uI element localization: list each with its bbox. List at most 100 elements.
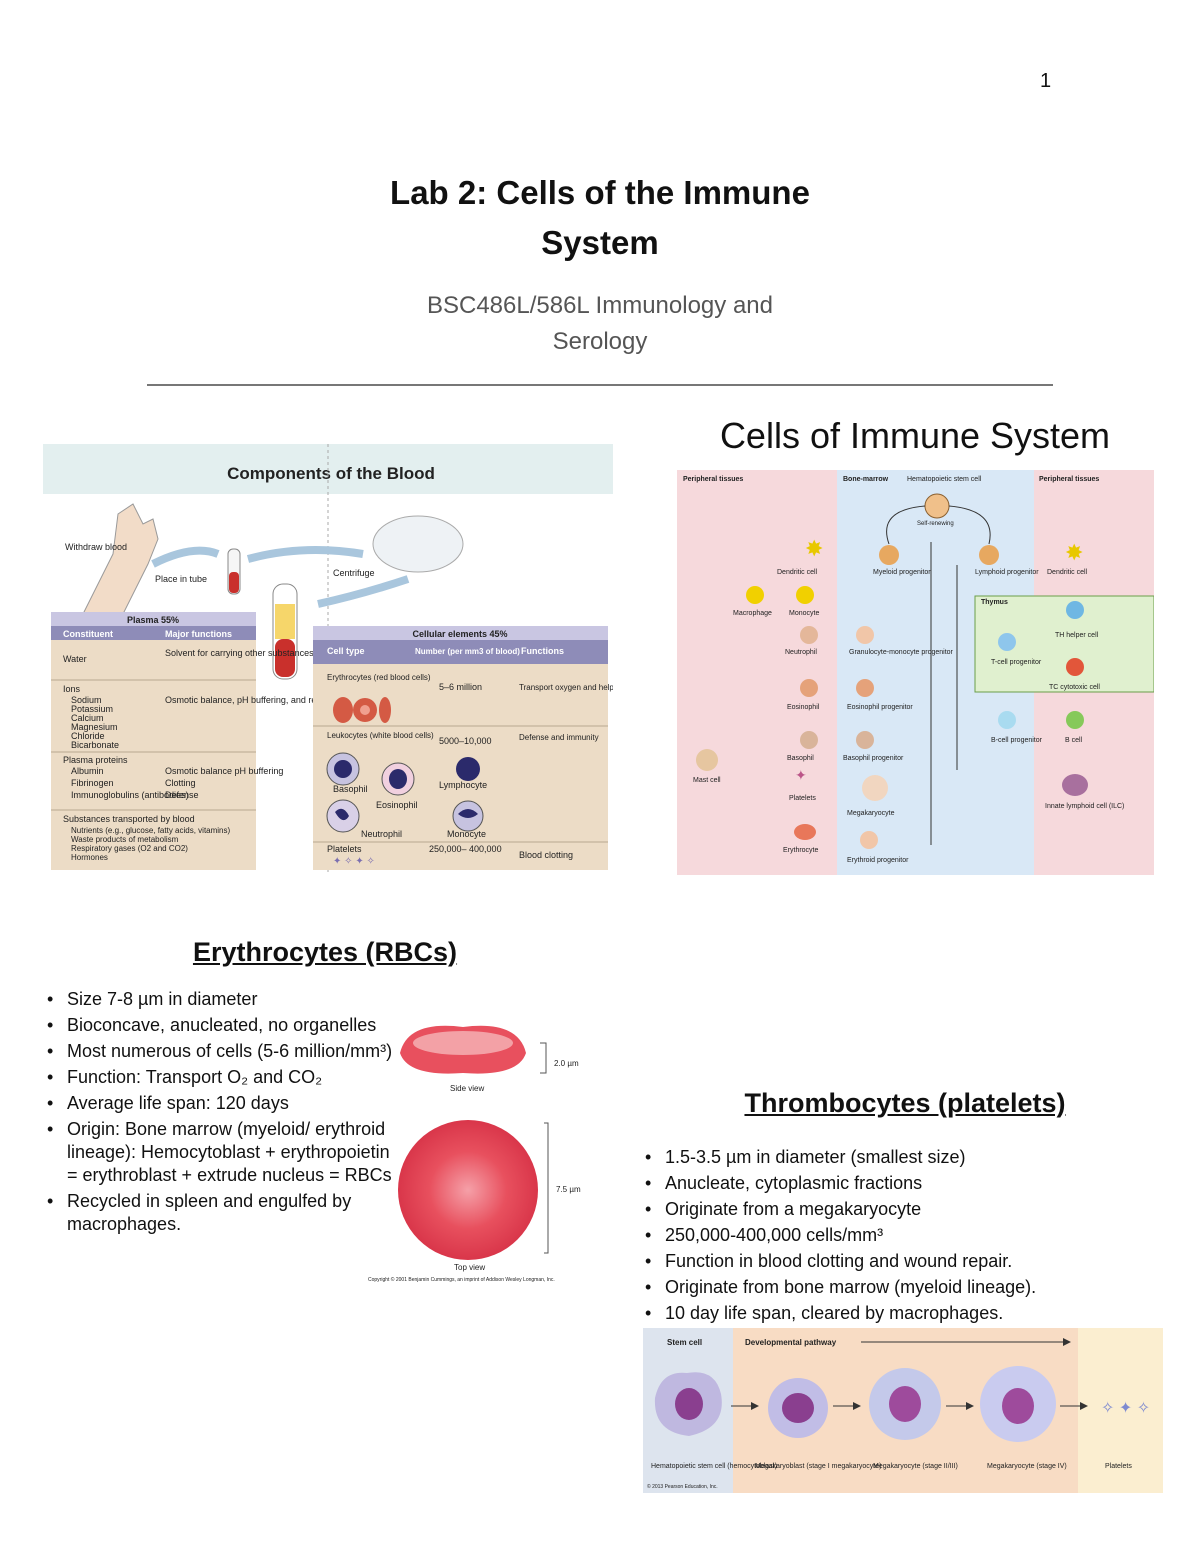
list-item: Originate from a megakaryocyte	[645, 1198, 1175, 1221]
fig-label-stem: Hematopoietic stem cell (hemocytoblast)	[651, 1463, 777, 1470]
neutrophil-icon	[335, 808, 349, 821]
ery-function: Transport oxygen and help transport carb…	[519, 683, 613, 692]
hsc-label: Hematopoietic stem cell	[907, 476, 982, 483]
tc-icon	[1066, 658, 1084, 676]
list-item: Recycled in spleen and engulfed by macro…	[47, 1190, 397, 1236]
lymphocyte-icon	[456, 757, 480, 781]
thrombocytes-heading: Thrombocytes (platelets)	[744, 1088, 1066, 1118]
withdraw-label: Withdraw blood	[65, 542, 127, 552]
ilc-label: Innate lymphoid cell (ILC)	[1045, 803, 1124, 810]
arrow-1	[151, 546, 220, 568]
top-dim: 7.5 µm	[556, 1185, 581, 1194]
list-item: 1.5-3.5 µm in diameter (smallest size)	[645, 1146, 1175, 1169]
bprog-label: B-cell progenitor	[991, 737, 1043, 744]
erythroid-icon	[860, 831, 878, 849]
list-item: Bioconcave, anucleated, no organelles	[47, 1014, 397, 1037]
page-title: Lab 2: Cells of the Immune System	[300, 168, 900, 268]
ions-label: Ions	[63, 684, 81, 694]
protein-fn-2: Clotting	[165, 778, 196, 788]
list-item: Origin: Bone marrow (myeloid/ erythroid …	[47, 1118, 397, 1187]
ion-5: Chloride	[71, 731, 105, 741]
macrophage-icon	[746, 586, 764, 604]
proteins-label: Plasma proteins	[63, 755, 128, 765]
leukocytes-label: Leukocytes (white blood cells)	[327, 731, 434, 740]
leuk-function: Defense and immunity	[519, 733, 599, 742]
col-constituent: Constituent	[63, 629, 113, 639]
side-dim: 2.0 µm	[554, 1059, 579, 1068]
platelets-label: Platelets	[327, 844, 362, 854]
list-item: Originate from bone marrow (myeloid line…	[645, 1276, 1175, 1299]
subtitle-line-1: BSC486L/586L Immunology and	[426, 292, 773, 319]
thrombocytes-list: 1.5-3.5 µm in diameter (smallest size) A…	[643, 1146, 1175, 1328]
rbc-figure: 2.0 µm Side view 7.5 µm Top view Copyrig…	[368, 1025, 581, 1283]
myeloid-label: Myeloid progenitor	[873, 569, 931, 576]
neutrophil-label: Neutrophil	[785, 649, 817, 656]
th-label: TH helper cell	[1055, 632, 1099, 639]
eprog-icon	[856, 679, 874, 697]
rbc-copyright: Copyright © 2001 Benjamin Cummings, an i…	[368, 1276, 555, 1283]
fig-label-mkblast: Megakaryoblast (stage I megakaryocyte)	[755, 1463, 881, 1470]
baso-prog-icon	[856, 731, 874, 749]
tprog-label: T-cell progenitor	[991, 659, 1042, 666]
col-number: Number (per mm3 of blood)	[415, 647, 520, 656]
lymphoid-icon	[979, 545, 999, 565]
platelets-label: Platelets	[789, 795, 816, 802]
mast-label: Mast cell	[693, 777, 721, 784]
cells-heading: Cells of Immune System	[719, 415, 1111, 456]
platelet-copyright: © 2013 Pearson Education, Inc.	[647, 1483, 718, 1490]
monocyte-label: Monocyte	[789, 610, 819, 617]
bone-marrow-label: Bone-marrow	[843, 476, 889, 483]
pathway-label: Developmental pathway	[745, 1338, 837, 1347]
list-item: Size 7-8 µm in diameter	[47, 988, 397, 1011]
top-label: Top view	[454, 1263, 485, 1272]
centrifuge-icon	[372, 515, 464, 573]
monocyte-label: Monocyte	[447, 829, 486, 839]
list-item: 10 day life span, cleared by macrophages…	[645, 1302, 1175, 1325]
protein-2: Fibrinogen	[71, 778, 114, 788]
substance-4: Hormones	[71, 853, 108, 862]
erythrocytes-list: Size 7-8 µm in diameter Bioconcave, anuc…	[45, 988, 397, 1239]
peripheral-right: Peripheral tissues	[1039, 476, 1099, 483]
stem-label: Stem cell	[667, 1338, 702, 1347]
basophil-label: Basophil	[787, 755, 814, 762]
platelet-pathway-figure: Stem cell Developmental pathway ✧ ✦ ✧ He…	[643, 1328, 1163, 1493]
ery-number: 5–6 million	[439, 682, 482, 692]
ion-2: Potassium	[71, 704, 113, 714]
dendritic-left-icon: ✸	[805, 536, 823, 561]
plat-number: 250,000– 400,000	[429, 844, 502, 854]
platelets-icon: ✦	[795, 767, 807, 783]
place-label: Place in tube	[155, 574, 207, 584]
fig-label-mk: Megakaryocyte (stage II/III)	[873, 1463, 958, 1470]
centrifuge-label: Centrifuge	[333, 568, 375, 578]
platelet-icons: ✦ ✧ ✦ ✧	[333, 856, 375, 867]
col-cfunctions: Functions	[521, 646, 564, 656]
dendritic-right-icon: ✸	[1065, 540, 1083, 565]
arm-illustration	[82, 503, 159, 615]
dendritic-right-label: Dendritic cell	[1047, 569, 1088, 576]
ion-3: Calcium	[71, 713, 104, 723]
side-label: Side view	[450, 1084, 484, 1093]
neutrophil-icon	[800, 626, 818, 644]
rbc-top-view	[398, 1120, 538, 1260]
blood-components-figure: Components of the Blood Withdraw blood P…	[43, 444, 613, 872]
title-line-2: System	[541, 224, 659, 261]
ilc-icon	[1062, 774, 1088, 796]
basophil-icon	[800, 731, 818, 749]
plasma-header: Plasma 55%	[127, 615, 179, 625]
eosinophil-icon	[389, 769, 407, 789]
ion-4: Magnesium	[71, 722, 118, 732]
water-function: Solvent for carrying other substances	[165, 648, 314, 658]
gm-label: Granulocyte-monocyte progenitor	[849, 649, 954, 656]
arrow-2	[246, 546, 364, 563]
water-label: Water	[63, 654, 87, 664]
fig-label-mk4: Megakaryocyte (stage IV)	[987, 1463, 1067, 1470]
subtitle-line-2: Serology	[552, 328, 648, 355]
list-item: Anucleate, cytoplasmic fractions	[645, 1172, 1175, 1195]
megakaryocyte-label: Megakaryocyte	[847, 810, 895, 817]
plat-function: Blood clotting	[519, 850, 573, 860]
list-item: Most numerous of cells (5-6 million/mm³)	[47, 1040, 397, 1063]
ion-6: Bicarbonate	[71, 740, 119, 750]
erythrocytes-heading: Erythrocytes (RBCs)	[192, 937, 458, 967]
self-renewing-label: Self-renewing	[917, 521, 954, 527]
col-functions: Major functions	[165, 629, 232, 639]
